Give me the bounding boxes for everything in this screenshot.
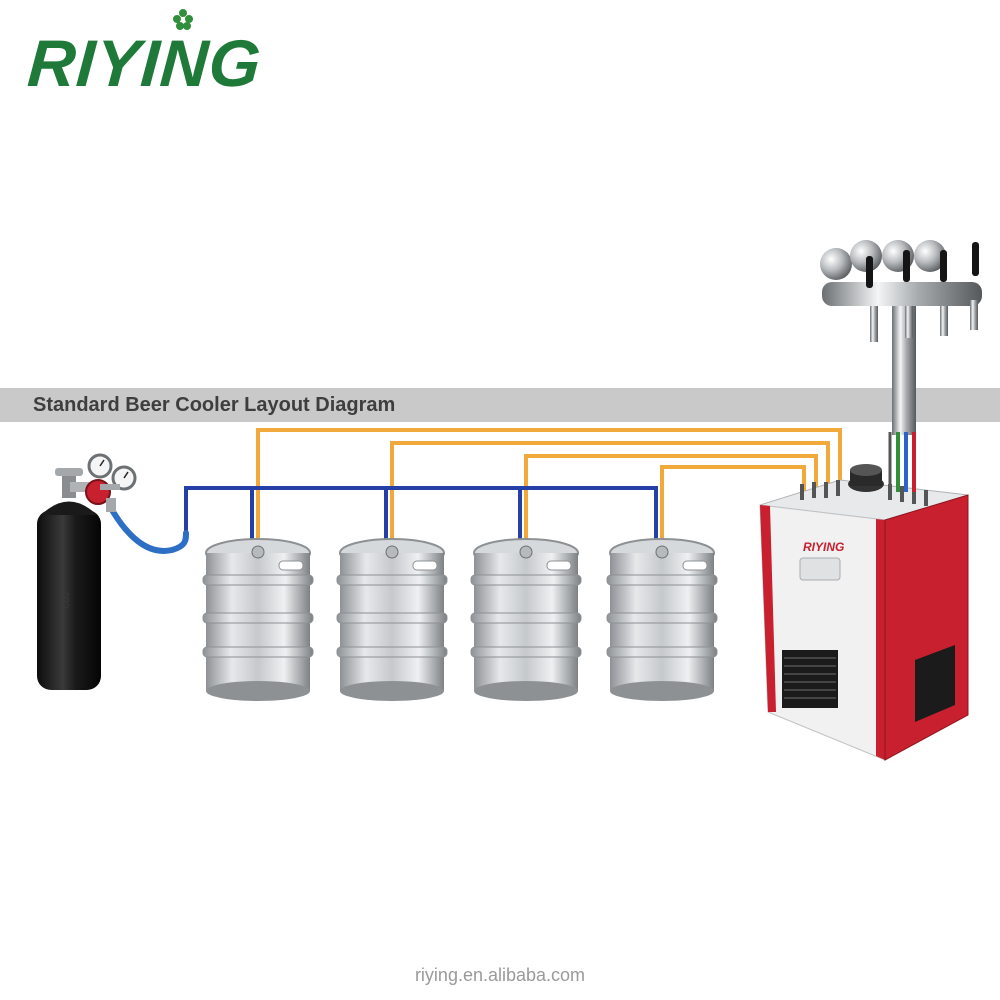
- beer-line-3: [524, 454, 818, 547]
- gas-main-line: [184, 486, 658, 547]
- title-banner: Standard Beer Cooler Layout Diagram: [0, 388, 1000, 422]
- svg-text:CO2: CO2: [62, 592, 71, 609]
- logo-flower-icon: [173, 9, 193, 30]
- beer-line-2: [390, 441, 830, 547]
- keg-4: [606, 538, 718, 701]
- keg-2: [336, 538, 448, 701]
- footer-url: riying.en.alibaba.com: [414, 965, 586, 985]
- co2-cylinder-icon: CO2: [37, 468, 101, 690]
- diagram-title: Standard Beer Cooler Layout Diagram: [33, 394, 396, 416]
- gas-lines: [184, 486, 658, 547]
- regulator-icon: [70, 453, 137, 512]
- regulator-hose: [109, 507, 189, 554]
- beer-cooler-icon: [759, 464, 969, 761]
- beer-tower-icon: [820, 240, 982, 492]
- beer-line-4: [660, 465, 806, 547]
- keg-1: [202, 538, 314, 701]
- keg-icon: [202, 538, 718, 701]
- cooler-brand-label: RIYING: [803, 540, 845, 554]
- keg-3: [470, 538, 582, 701]
